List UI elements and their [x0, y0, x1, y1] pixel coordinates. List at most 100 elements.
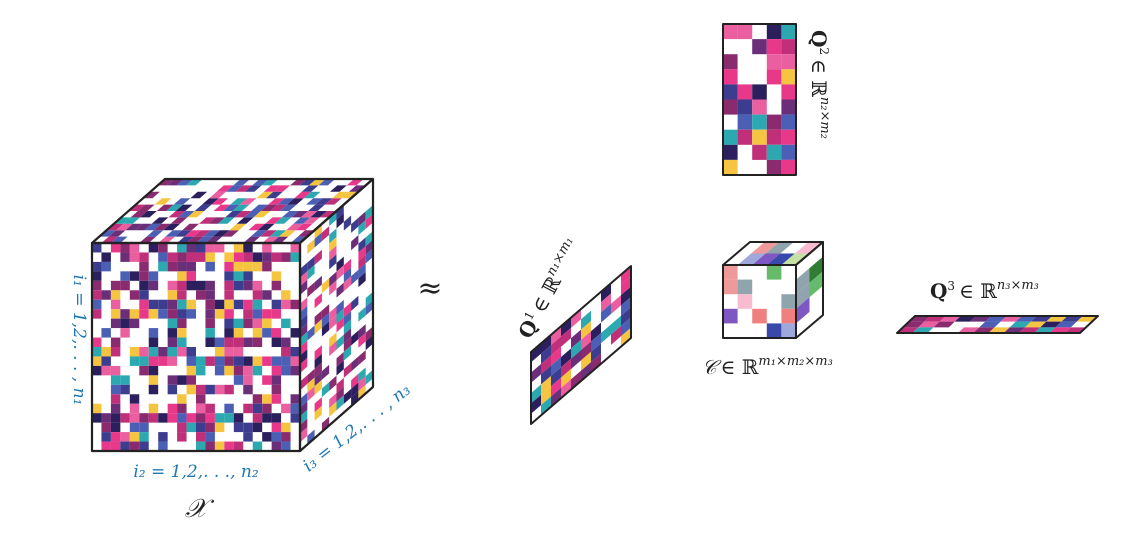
tensor-cell [186, 422, 196, 433]
tensor-cell [233, 413, 244, 423]
tensor-cell [262, 318, 272, 329]
core-top-cell [752, 253, 781, 265]
q2-cell [781, 114, 796, 130]
q2-cell [752, 99, 767, 115]
tensor-cell [101, 290, 111, 300]
tensor-cell [290, 299, 300, 310]
tensor-cell [224, 337, 234, 347]
tensor-cell [262, 243, 272, 253]
tensor-cell [252, 280, 263, 291]
tensor-cell [271, 252, 282, 262]
q2-cell [752, 129, 767, 145]
tensor-cell [243, 299, 253, 310]
tensor-cell [252, 309, 263, 319]
tensor-cell [92, 290, 102, 300]
tensor-cell [290, 328, 300, 338]
tensor-top-cell [346, 179, 364, 186]
tensor-side-cell [314, 293, 322, 309]
tensor-cell [262, 309, 272, 319]
tensor-cell [281, 252, 291, 262]
q1-cell [541, 396, 551, 416]
q1-cell [551, 326, 561, 346]
tensor-cell [167, 290, 178, 300]
q1-cell [581, 362, 591, 381]
q1-cell [531, 394, 541, 414]
q1-cell [541, 345, 551, 364]
tensor-top-cell [216, 185, 234, 192]
tensor-cell [281, 422, 291, 433]
tensor-cell [205, 432, 215, 442]
q1-cell [611, 295, 621, 315]
tensor-symbol: 𝒳 [185, 494, 215, 524]
tensor-cell [252, 365, 263, 376]
tensor-top-cell [232, 204, 250, 211]
tensor-top-cell [106, 223, 124, 231]
q3-cell [979, 321, 1001, 328]
tensor-top-cell [166, 204, 184, 211]
tensor-side-cell [314, 275, 322, 291]
tensor-cell [129, 441, 140, 451]
tensor-side-cell [358, 220, 366, 236]
tensor-side-cell [329, 375, 337, 391]
tensor-cell [110, 290, 121, 300]
tensor-top-cell [261, 179, 279, 186]
q1-cell [581, 341, 591, 361]
tensor-cell [205, 441, 215, 451]
tensor-top-cell [125, 223, 143, 231]
tensor-side-cell [351, 382, 359, 398]
tensor-cell [167, 261, 178, 272]
q2-cell [723, 99, 738, 115]
tensor-side-cell [300, 340, 308, 356]
tensor-top-cell [128, 204, 146, 211]
tensor-side-cell [314, 310, 322, 326]
tensor-top-cell [211, 198, 229, 205]
tensor-cell [252, 413, 263, 423]
tensor-cell [110, 309, 121, 319]
tensor-cell [196, 290, 206, 300]
tensor-side-cell [365, 291, 373, 307]
tensor-top-cell [294, 191, 312, 199]
tensor-cell [177, 394, 187, 404]
tensor-top-cell [290, 179, 307, 186]
tensor-cell [224, 356, 234, 366]
tensor-top-cell [196, 236, 213, 243]
tensor-cell [177, 422, 187, 433]
tensor-cell [290, 356, 300, 366]
tensor-side-cell [336, 204, 344, 220]
q2-cell [781, 24, 796, 40]
core-set: ∈ ℝ [721, 355, 759, 379]
tensor-cell [92, 261, 102, 272]
tensor-cell [224, 261, 234, 272]
core-cell [752, 308, 767, 324]
tensor-cell [281, 365, 291, 376]
tensor-cell [262, 290, 272, 300]
tensor-top-cell [223, 204, 240, 211]
tensor-cell [281, 347, 291, 357]
front-index-label: i₁ = 1,2,. . . , n₁ [69, 275, 89, 406]
q2-cell [752, 39, 767, 55]
tensor-cell [158, 347, 168, 357]
core-side-cell [796, 268, 810, 295]
tensor-cell [110, 422, 121, 433]
tensor-cell [148, 365, 159, 376]
core-top-cell [766, 253, 795, 265]
tensor-cell [214, 365, 225, 376]
tensor-top-cell [341, 191, 359, 199]
tensor-top-cell [290, 236, 308, 243]
tensor-cell [177, 261, 187, 272]
tensor-side-cell [336, 360, 344, 376]
tensor-side-cell [314, 223, 322, 239]
core-side-cell [809, 256, 823, 283]
tensor-top-cell [209, 191, 227, 199]
tensor-side-cell [358, 376, 366, 392]
tensor-cell [129, 243, 140, 253]
tensor-cell [262, 413, 272, 423]
q2-cell [781, 84, 796, 100]
tensor-side-edge [298, 177, 375, 453]
tensor-cell [196, 252, 206, 262]
tensor-cell [252, 441, 263, 451]
tensor-cell [177, 403, 187, 414]
tensor-cell [196, 280, 206, 291]
tensor-cell [224, 299, 234, 310]
tensor-cell [205, 252, 215, 262]
